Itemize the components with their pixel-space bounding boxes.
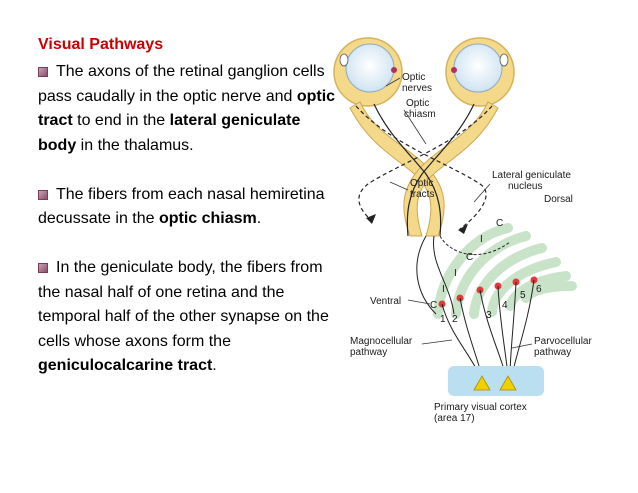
primary-visual-cortex-box <box>448 366 544 396</box>
leader-line <box>389 181 409 191</box>
text-run: In the geniculate body, the fibers from … <box>38 259 329 350</box>
arrow-head <box>366 214 376 224</box>
leader-line <box>407 299 431 305</box>
crossing-fiber <box>358 105 493 220</box>
tract-fiber <box>432 235 455 315</box>
leader-line <box>421 339 453 345</box>
layer-mark: C <box>466 252 473 263</box>
leader-line <box>385 77 401 87</box>
text-run: . <box>212 357 217 374</box>
leader-line <box>473 183 491 203</box>
layer-mark: C <box>496 218 503 229</box>
right-eye <box>445 37 515 107</box>
leader-line <box>511 343 533 349</box>
label-cortex: Primary visual cortex(area 17) <box>434 402 527 424</box>
bullet-icon <box>38 189 48 200</box>
paragraph-text: The axons of the retinal ganglion cells … <box>38 63 335 154</box>
text-run: The axons of the retinal ganglion cells … <box>38 63 325 105</box>
layer-number: 1 <box>440 314 446 325</box>
tract-fiber <box>416 235 437 315</box>
slide-title: Visual Pathways <box>38 36 164 53</box>
bold-term: optic tract <box>38 87 336 130</box>
text-run: . <box>256 210 262 227</box>
text-run: to end in the <box>72 112 170 129</box>
bullet-paragraph-2: The fibers from each nasal hemiretina de… <box>38 183 338 232</box>
label-ventral: Ventral <box>370 296 401 307</box>
layer-mark: I <box>480 234 483 245</box>
layer-number: 5 <box>520 290 526 301</box>
cortex-neurons <box>473 375 517 391</box>
bold-term: optic chiasm <box>158 210 257 227</box>
left-eye <box>333 37 403 107</box>
body-text: The axons of the retinal ganglion cells … <box>38 60 338 403</box>
layer-number: 3 <box>486 310 492 321</box>
uncrossed-fiber <box>406 103 475 237</box>
bullet-paragraph-3: In the geniculate body, the fibers from … <box>38 256 338 379</box>
bold-term: geniculocalcarine tract <box>38 357 213 374</box>
text-run: The fibers from each nasal hemiretina de… <box>38 185 325 228</box>
crossing-fiber <box>355 105 487 230</box>
layer-numbers: 1 2 3 4 5 6 <box>440 284 542 325</box>
bullet-paragraph-1: The axons of the retinal ganglion cells … <box>38 60 338 158</box>
paragraph-text: In the geniculate body, the fibers from … <box>38 259 329 374</box>
layer-number: 2 <box>452 314 458 325</box>
bold-term: lateral geniculate body <box>38 112 301 154</box>
label-dorsal: Dorsal <box>544 194 573 205</box>
leader-line <box>403 109 427 145</box>
layer-mark: C <box>430 300 437 311</box>
bullet-icon <box>38 67 48 77</box>
layer-mark: I <box>454 268 457 279</box>
bullet-icon <box>38 263 48 273</box>
layer-number: 6 <box>536 284 542 295</box>
paragraph-text: The fibers from each nasal hemiretina de… <box>38 186 325 228</box>
uncrossed-fiber <box>373 103 442 237</box>
tract-fiber <box>439 235 511 256</box>
text-run: in the thalamus. <box>76 136 194 154</box>
arrow-head <box>458 224 468 234</box>
layer-number: 4 <box>502 300 508 311</box>
layer-mark: I <box>442 284 445 295</box>
